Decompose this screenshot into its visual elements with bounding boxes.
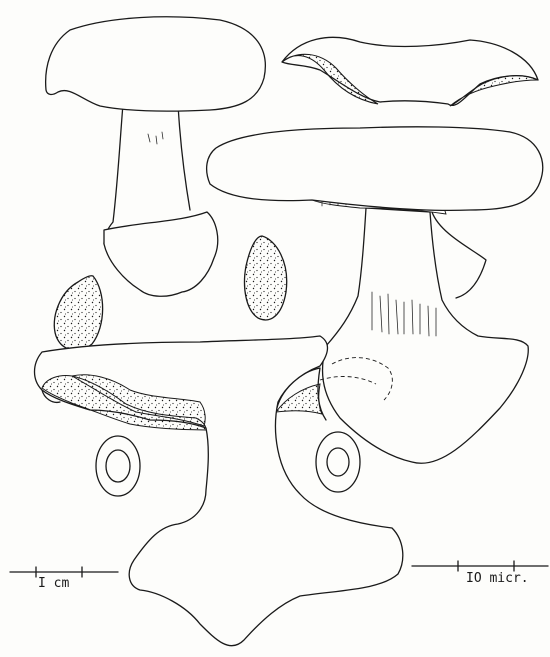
spore-section-right — [316, 432, 360, 492]
scale-label-cm: I cm — [38, 576, 69, 591]
scale-label-micr: IO micr. — [466, 571, 529, 586]
spore-section-left — [96, 436, 140, 496]
spore-drawing-1 — [54, 276, 102, 350]
spore-drawing-2 — [245, 236, 287, 320]
scale-bar-micr — [412, 561, 548, 571]
